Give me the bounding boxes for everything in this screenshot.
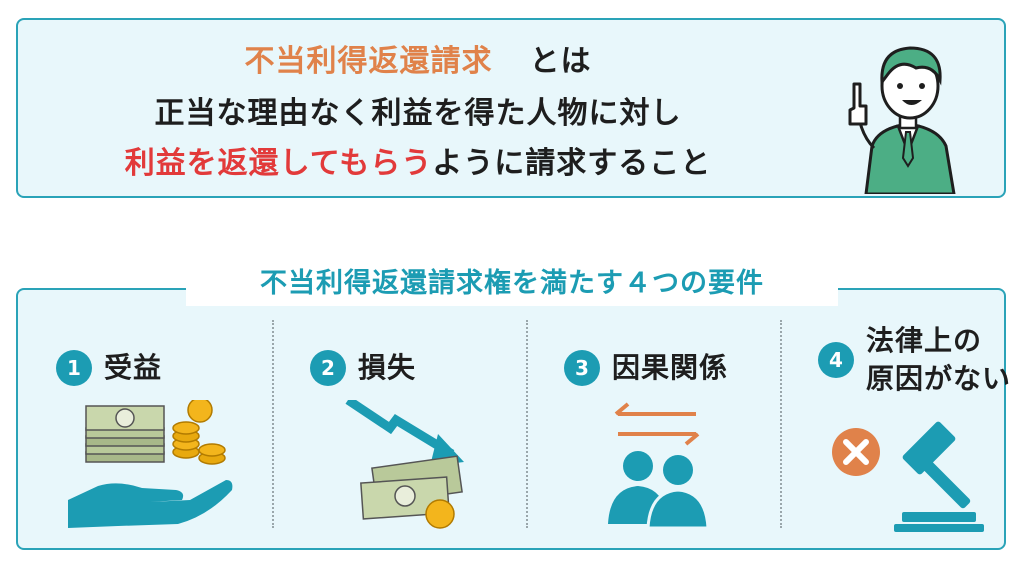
requirement-label-line-1: 法律上の (866, 324, 983, 357)
definition-line-2: 正当な理由なく利益を得た人物に対し (154, 96, 682, 131)
person-pointing-icon (848, 46, 956, 194)
requirement-label: 因果関係 (612, 351, 729, 384)
term-suffix: とは (529, 44, 592, 79)
divider (272, 320, 274, 528)
requirement-benefit: 1 受益 (18, 290, 270, 548)
people-exchange-icon (608, 402, 710, 530)
requirement-label: 損失 (358, 351, 417, 384)
divider (526, 320, 528, 528)
money-loss-icon (345, 400, 464, 529)
requirement-no-legal-cause: 4 法律上の 原因がない (780, 290, 1024, 548)
requirement-label: 受益 (104, 351, 163, 384)
definition-line-3: 利益を返還してもらうように請求すること (18, 144, 818, 184)
definition-line-1: 不当利得返還請求 とは (18, 42, 818, 82)
requirement-number: 3 (564, 350, 600, 386)
requirement-label: 法律上の 原因がない (866, 322, 1024, 398)
requirement-loss: 2 損失 (272, 290, 524, 548)
requirement-number: 1 (56, 350, 92, 386)
requirement-number: 4 (818, 342, 854, 378)
requirement-number: 2 (310, 350, 346, 386)
term-text: 不当利得返還請求 (244, 44, 493, 79)
divider (780, 320, 782, 528)
money-hand-icon (68, 400, 233, 528)
no-gavel-icon (832, 421, 984, 532)
definition-box: 不当利得返還請求 とは 正当な理由なく利益を得た人物に対し 利益を返還してもらう… (16, 18, 1006, 198)
requirement-label-line-2: 原因がない (866, 362, 1012, 395)
requirements-title: 不当利得返還請求権を満たす４つの要件 (186, 262, 838, 306)
definition-line-3-rest: ように請求すること (432, 146, 712, 181)
highlight-text: 利益を返還してもらう (124, 146, 433, 181)
requirements-box: 1 受益 (16, 288, 1010, 550)
requirement-causality: 3 因果関係 (526, 290, 778, 548)
